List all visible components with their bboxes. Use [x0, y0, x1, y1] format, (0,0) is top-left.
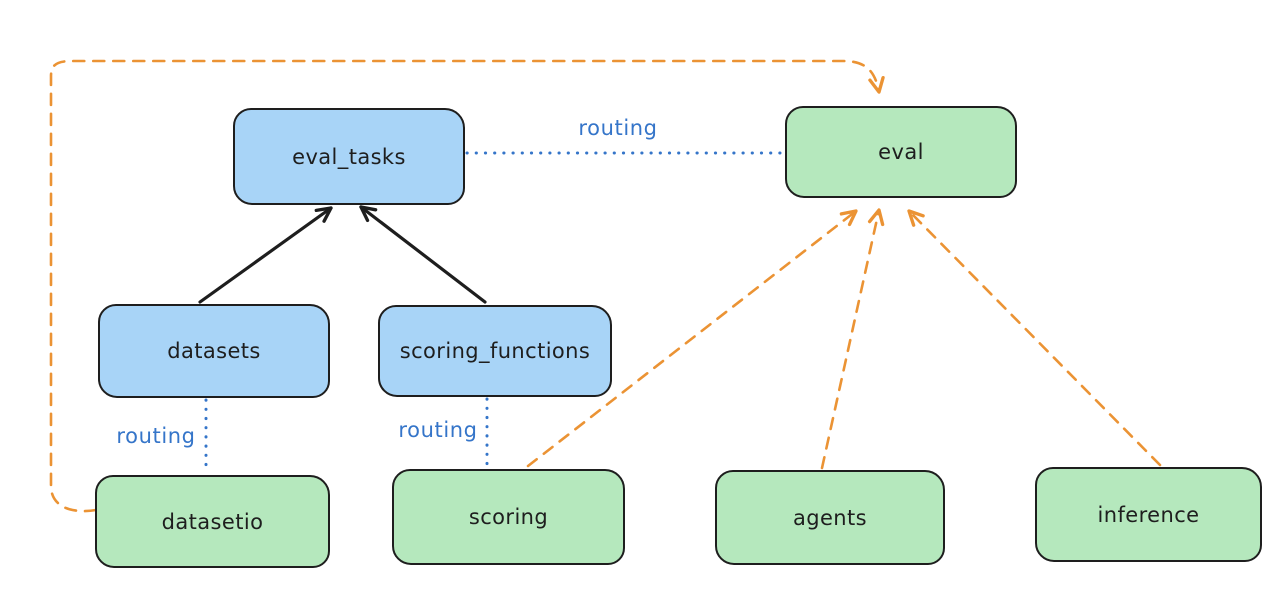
node-datasetio-label: datasetio: [161, 509, 264, 534]
edge-scoring-functions-to-eval-tasks-arrow: [359, 205, 487, 304]
edge-label-routing-eval-tasks-eval: routing: [578, 116, 658, 140]
node-eval: eval: [785, 106, 1017, 198]
edge-agents-to-eval-dashed-arrow: [820, 208, 885, 470]
node-agents: agents: [715, 470, 945, 565]
edge-label-routing-datasets-datasetio: routing: [116, 424, 196, 448]
edge-label-routing-scoring-functions-scoring: routing: [398, 418, 478, 442]
node-agents-label: agents: [792, 505, 867, 530]
edge-scoring-to-eval-dashed-arrow: [526, 209, 858, 468]
node-datasets-label: datasets: [167, 339, 261, 363]
node-eval-tasks-label: eval_tasks: [292, 144, 406, 169]
node-inference: inference: [1035, 467, 1262, 562]
node-scoring-functions-label: scoring_functions: [399, 339, 591, 363]
node-scoring: scoring: [392, 469, 625, 565]
edge-inference-to-eval-dashed-arrow: [907, 209, 1162, 467]
node-eval-tasks: eval_tasks: [233, 108, 465, 205]
node-datasets: datasets: [98, 304, 330, 398]
edge-datasets-to-eval-tasks-arrow: [198, 206, 333, 304]
node-scoring-functions: scoring_functions: [378, 305, 612, 397]
node-eval-label: eval: [878, 140, 924, 164]
node-scoring-label: scoring: [468, 505, 549, 529]
node-inference-label: inference: [1097, 502, 1200, 527]
edge-datasetio-to-eval-dashed-arrow: [49, 59, 885, 513]
node-datasetio: datasetio: [95, 475, 330, 568]
